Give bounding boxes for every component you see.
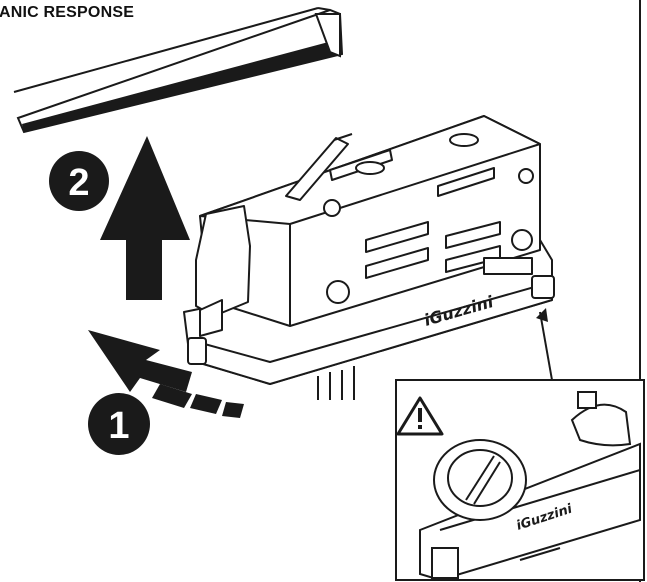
lift-arrow [100,136,190,300]
step-2-number: 2 [68,162,89,204]
rotate-arrow [88,330,244,418]
callout-pointer-tip [536,308,548,322]
warning-triangle-icon [396,396,444,436]
inset-detail: iGuzzini [395,379,645,582]
step-1-number: 1 [108,405,129,447]
section-title: ANIC RESPONSE [0,4,135,21]
track-rail [13,7,344,134]
step-2-badge: 2 [49,151,109,211]
callout-pointer [539,311,553,381]
track-adapter [183,115,555,400]
step-1-badge: 1 [88,393,150,455]
